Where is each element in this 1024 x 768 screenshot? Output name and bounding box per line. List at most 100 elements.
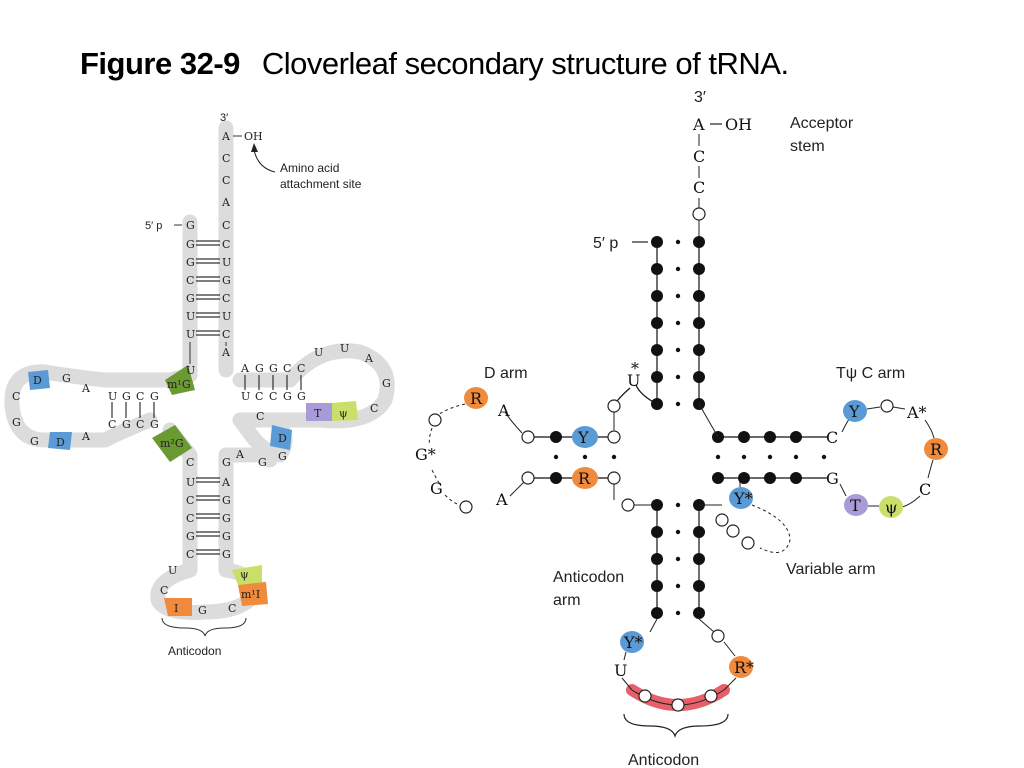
d-base-marker [28,370,50,390]
right-acceptor-pairs [651,236,705,410]
nucleotide: A [240,362,250,375]
nucleotide: m¹I [241,588,260,601]
nucleotide: C [222,152,230,165]
nucleotide: U [186,476,195,489]
m1g-marker [165,365,195,395]
m2g-marker [152,425,192,462]
nucleotide: U [108,390,117,403]
nucleotide: C [222,292,230,305]
nucleotide: I [174,602,178,615]
nucleotide: A [692,115,705,134]
nucleotide: G [122,390,131,403]
nucleotide: G [150,390,159,403]
nucleotide: G [297,390,306,403]
m2g-label: m²G [160,437,184,450]
nucleotide: C [222,219,230,232]
right-schematic-diagram: 3′ A OH C C Acceptor stem 5′ p [415,89,948,768]
nucleotide: A [497,401,510,420]
nucleotide: D [278,432,287,445]
left-t-stem: A G G C C U C C G G [240,362,306,403]
nucleotide: Y [848,402,860,421]
nucleotide: U [241,390,250,403]
nucleotide: C [693,147,705,166]
t-arm-label: Tψ C arm [836,365,905,382]
m1g-label: m¹G [167,378,191,391]
left-3-prime: 3′ [220,112,228,124]
left-anticodon-stem: C U C C G G A G G G C G [186,456,231,561]
d-base-marker [270,425,292,450]
nucleotide: C [160,584,168,597]
nucleotide: ψ [885,498,898,517]
arrow-head-icon [251,143,258,152]
nucleotide: G [122,418,131,431]
right-5-prime: 5′ p [593,235,618,252]
left-backbone-ribbon [4,120,395,620]
nucleotide: R [930,440,943,459]
unpaired-nucleotide [607,399,621,413]
bond [635,384,658,405]
nucleotide: A [81,430,91,443]
nucleotide: G [382,377,391,390]
nucleotide: G [278,450,287,463]
right-variable-arm [715,478,791,553]
amino-acid-label: Amino acid [280,161,339,175]
d-base-marker [48,432,72,450]
nucleotide: C [136,390,144,403]
nucleotide: G [222,456,231,469]
nucleotide: G [255,362,264,375]
oh-group: OH [244,130,263,143]
oh-group: OH [725,115,752,134]
nucleotide: D [56,436,65,449]
inosine-marker [164,598,192,616]
nucleotide: U [186,310,195,323]
right-anticodon-loop [620,618,753,712]
nucleotide: C [256,410,264,423]
left-sequence-diagram: 3′ A C C A C C U G C U C A OH Amino acid… [4,112,395,658]
nucleotide: G [430,479,443,498]
nucleotide: G [222,274,231,287]
right-t-loop [839,399,948,518]
nucleotide: G [222,512,231,525]
psi-base-marker [232,565,262,585]
nucleotide: G [186,530,195,543]
nucleotide: A [235,448,245,461]
nucleotide: G [222,530,231,543]
amino-acid-annotation: Amino acid attachment site [251,143,362,191]
modification-star: * [631,359,639,378]
nucleotide: C [826,428,838,447]
nucleotide: A [364,352,374,365]
left-anticodon-loop: U C I G C m¹I ψ [160,564,260,617]
acceptor-stem-label: Acceptor [790,115,854,132]
nucleotide: C [297,362,305,375]
left-acceptor-3-strand: 3′ A C C A C C U G C U C A OH [220,112,263,359]
acceptor-stem-label: stem [790,138,825,155]
nucleotide: R* [734,658,754,677]
nucleotide: G [30,435,39,448]
left-anticodon-bonds [196,477,220,555]
nucleotide: A [221,130,231,143]
nucleotide: C [255,390,263,403]
nucleotide: U [340,342,349,355]
attachment-site-label: attachment site [280,177,362,191]
nucleotide: U [614,661,627,680]
figure-number: Figure 32-9 [80,46,240,81]
left-anticodon-label: Anticodon [168,644,221,658]
nucleotide: C [136,418,144,431]
nucleotide: G [186,219,195,232]
nucleotide: G [222,494,231,507]
nucleotide: T [314,407,322,420]
nucleotide: Y [577,428,589,447]
left-t-loop: U U A G C ψ T [314,342,391,420]
t-base-marker [306,403,332,421]
nucleotide: R [578,469,591,488]
nucleotide: C [222,174,230,187]
nucleotide: A* [906,403,927,422]
nucleotide: Y* [733,489,753,508]
nucleotide: T [850,496,861,515]
nucleotide: G [826,469,839,488]
bond [616,387,631,402]
anticodon-arm-label: Anticodon [553,569,624,586]
arrow-line [253,149,276,173]
nucleotide: G [150,418,159,431]
